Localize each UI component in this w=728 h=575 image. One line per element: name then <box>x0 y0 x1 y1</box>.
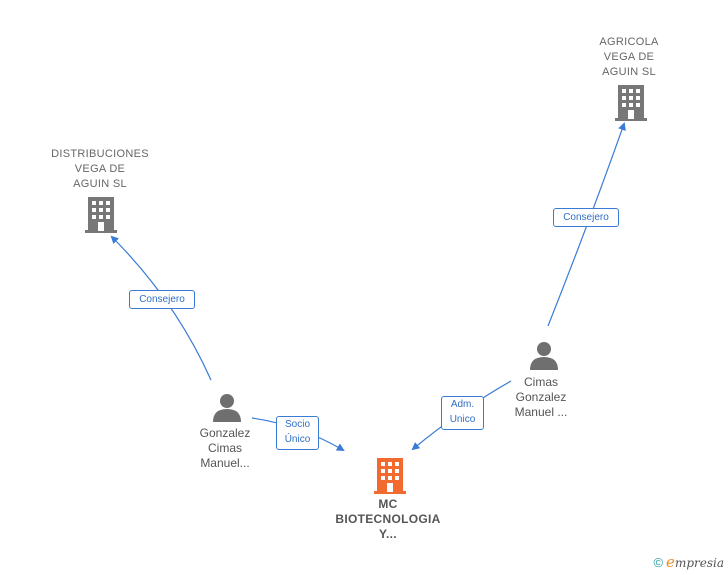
node-label-distribuciones[interactable]: DISTRIBUCIONES VEGA DE AGUIN SL <box>51 148 149 190</box>
edge-label-socio-unico[interactable]: Socio Único <box>276 416 319 450</box>
node-label-cimas[interactable]: Cimas Gonzalez Manuel ... <box>514 375 568 419</box>
edge-label-adm-unico[interactable]: Adm. Unico <box>441 396 484 430</box>
person-icon[interactable] <box>212 392 242 422</box>
person-icon[interactable] <box>529 340 559 370</box>
node-label-gonzalez[interactable]: Gonzalez Cimas Manuel... <box>199 426 251 470</box>
footer-brand: ©empresia <box>653 553 724 571</box>
building-icon[interactable] <box>615 85 647 121</box>
edge-label-consejero-left[interactable]: Consejero <box>129 290 195 309</box>
building-icon[interactable] <box>85 197 117 233</box>
building-icon[interactable] <box>374 458 406 494</box>
brand-logo: empresia <box>666 553 724 571</box>
node-label-mc[interactable]: MC BIOTECNOLOGIA Y... <box>335 497 441 541</box>
copyright-symbol: © <box>653 555 664 570</box>
node-label-agricola[interactable]: AGRICOLA VEGA DE AGUIN SL <box>599 36 659 78</box>
edge-label-consejero-right[interactable]: Consejero <box>553 208 619 227</box>
